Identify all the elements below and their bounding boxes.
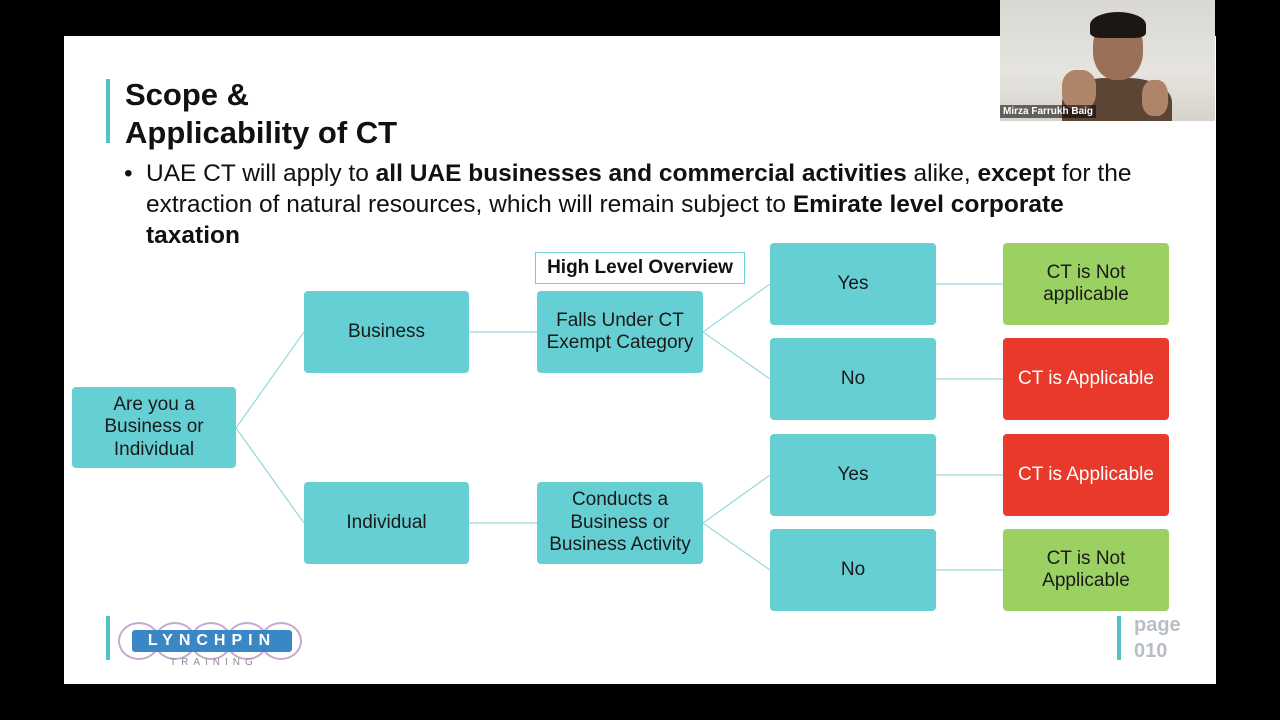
- no-box-2: No: [770, 529, 936, 611]
- page-number: page 010: [1134, 612, 1181, 664]
- footer-accent-bar-right: [1117, 616, 1121, 660]
- lynchpin-logo: LYNCHPIN TRAINING: [118, 616, 308, 672]
- bullet-part: alike,: [906, 160, 978, 187]
- connector-line: [702, 283, 771, 333]
- slide-title: Scope & Applicability of CT: [125, 76, 397, 152]
- connector-line: [235, 427, 305, 524]
- slide: Scope & Applicability of CT • UAE CT wil…: [64, 36, 1216, 684]
- title-line-2: Applicability of CT: [125, 115, 398, 150]
- result-applicable-1: CT is Applicable: [1003, 338, 1169, 420]
- title-line-1: Scope &: [125, 77, 250, 112]
- exempt-category-box: Falls Under CT Exempt Category: [537, 291, 703, 373]
- yes-box-2: Yes: [770, 434, 936, 516]
- participant-hand: [1142, 80, 1168, 116]
- logo-wordmark: LYNCHPIN: [132, 630, 292, 652]
- connector-line: [702, 331, 771, 380]
- title-accent-bar: [106, 79, 110, 143]
- connector-line: [702, 474, 771, 524]
- result-not-applicable-1: CT is Not applicable: [1003, 243, 1169, 325]
- root-question-box: Are you a Business or Individual: [72, 387, 236, 468]
- individual-box: Individual: [304, 482, 469, 564]
- connector-line: [235, 331, 305, 429]
- bullet-part: UAE CT will apply to: [146, 160, 376, 187]
- participant-hand: [1062, 70, 1096, 110]
- connector-line: [702, 522, 771, 571]
- page-number-value: 010: [1134, 640, 1168, 662]
- bullet-bold-part: all UAE businesses and commercial activi…: [375, 160, 907, 187]
- connector-lines: [235, 283, 1003, 571]
- result-not-applicable-2: CT is Not Applicable: [1003, 529, 1169, 611]
- bullet-bold-part: except: [977, 160, 1056, 187]
- participant-hair: [1090, 12, 1146, 38]
- bullet-dot: •: [124, 160, 133, 187]
- bullet-part: for the extraction of natural resources,…: [146, 160, 1132, 218]
- yes-box-1: Yes: [770, 243, 936, 325]
- page-label: page: [1134, 614, 1181, 636]
- result-applicable-2: CT is Applicable: [1003, 434, 1169, 516]
- bullet-text: UAE CT will apply to all UAE businesses …: [146, 158, 1136, 251]
- participant-name: Mirza Farrukh Baig: [1000, 105, 1097, 118]
- business-activity-box: Conducts a Business or Business Activity: [537, 482, 703, 564]
- high-level-overview-label: High Level Overview: [535, 252, 745, 284]
- webcam-thumbnail[interactable]: Mirza Farrukh Baig: [1000, 0, 1215, 121]
- no-box-1: No: [770, 338, 936, 420]
- bullet-bold-part: Emirate level corporate taxation: [146, 191, 1064, 249]
- logo-subtext: TRAINING: [170, 657, 258, 668]
- business-box: Business: [304, 291, 469, 373]
- footer-accent-bar-left: [106, 616, 110, 660]
